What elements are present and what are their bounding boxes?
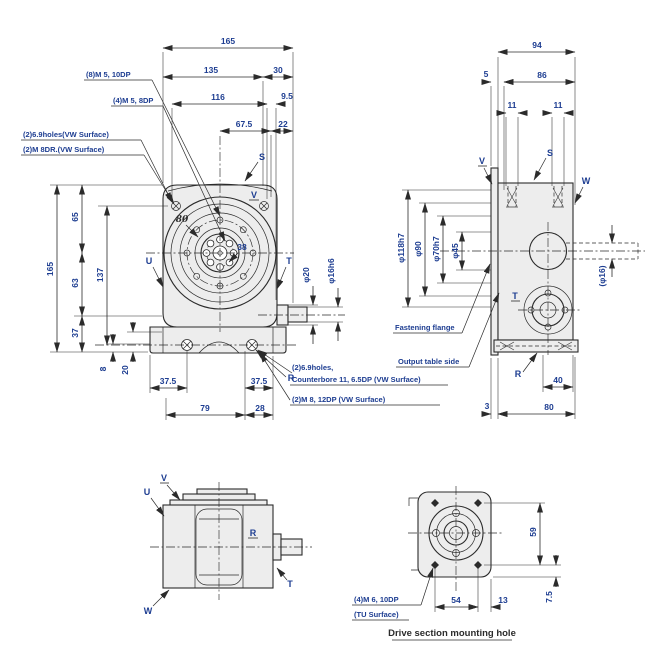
side-dim-40: 40 [553, 375, 563, 385]
front-input-shaft [287, 306, 308, 323]
side-dim-86: 86 [537, 70, 547, 80]
side-body [497, 182, 574, 341]
bottom-label-t: T [287, 579, 293, 589]
side-tapped-hole-right [552, 186, 564, 208]
front-dim-37-5-right: 37.5 [251, 376, 268, 386]
side-dim-94: 94 [532, 40, 542, 50]
bottom-label-r: R [250, 528, 257, 538]
drive-note-tap4: (4)M 6, 10DP [354, 595, 399, 604]
front-label-v: V [251, 190, 257, 200]
side-dim-phi70h7: φ70h7 [431, 236, 441, 262]
side-label-v: V [479, 156, 485, 166]
front-dim-37-5-left: 37.5 [160, 376, 177, 386]
side-fastening-flange-plate [490, 167, 499, 356]
bottom-label-w: W [144, 606, 153, 616]
front-dim-20: 20 [120, 365, 130, 375]
drive-view-title: Drive section mounting hole [388, 628, 516, 639]
front-dim-79: 79 [200, 403, 210, 413]
front-note-tap2: (2)M 8, 12DP (VW Surface) [292, 395, 386, 404]
front-dim-bc38: 38 [237, 242, 247, 252]
front-ear-hole-right [259, 201, 269, 211]
front-dim-65: 65 [70, 212, 80, 222]
side-label-r: R [515, 369, 522, 379]
front-note-holes2b: (2)M 8DR.(VW Surface) [23, 145, 105, 154]
side-drive-boss [518, 285, 580, 335]
side-dim-phi16: (φ16) [597, 265, 607, 286]
side-flange-bolts [496, 341, 576, 351]
front-dim-137: 137 [95, 268, 105, 282]
front-note-holes2a: (2)6.9holes(VW Surface) [23, 130, 109, 139]
front-dim-9-5: 9.5 [281, 91, 293, 101]
front-dim-165-top: 165 [221, 36, 235, 46]
front-view: 165 135 30 116 9.5 67.5 22 165 65 63 37 … [21, 36, 448, 420]
front-label-t: T [286, 256, 292, 266]
side-dim-phi45: φ45 [450, 243, 460, 259]
front-label-u: U [146, 256, 153, 266]
drive-view: 59 7.5 54 13 (4)M 6, 10DP (TU Surface) D… [352, 486, 561, 641]
front-note-cbore2: Counterbore 11, 6.5DP (VW Surface) [292, 375, 421, 384]
side-label-s: S [547, 148, 553, 158]
front-dim-37: 37 [70, 328, 80, 338]
drive-dim-7-5: 7.5 [544, 591, 554, 603]
side-dim-3: 3 [485, 401, 490, 411]
front-dim-63: 63 [70, 278, 80, 288]
front-label-r: R [288, 373, 295, 383]
front-dim-phi16h6: φ16h6 [326, 258, 336, 284]
drive-dim-54: 54 [451, 595, 461, 605]
bottom-label-u: U [144, 487, 151, 497]
front-label-s: S [259, 152, 265, 162]
bottom-dial-step3 [196, 488, 248, 495]
front-note-bolt8: (8)M 5, 10DP [86, 70, 131, 79]
front-dim-165-left: 165 [45, 262, 55, 276]
drive-note-surface: (TU Surface) [354, 610, 399, 619]
side-dim-11-left: 11 [508, 100, 517, 110]
side-label-t: T [512, 291, 518, 301]
side-note-fastening-flange: Fastening flange [395, 323, 455, 332]
side-tapped-hole-left [506, 186, 518, 208]
front-dim-bc80: 80 [176, 215, 189, 225]
front-note-cbore1: (2)6.9holes, [292, 363, 333, 372]
side-dim-80: 80 [544, 402, 554, 412]
front-dim-phi20: φ20 [301, 267, 311, 283]
front-mounting-flange [149, 326, 287, 354]
bottom-label-v: V [161, 473, 167, 483]
bottom-view: V U W R T [144, 473, 312, 616]
drive-mounting-holes [431, 499, 482, 569]
drive-body [417, 491, 492, 578]
front-dim-8: 8 [98, 366, 108, 371]
front-dim-30: 30 [273, 65, 283, 75]
side-dim-phi118h7: φ118h7 [396, 233, 406, 263]
front-dim-67-5: 67.5 [236, 119, 253, 129]
front-note-bolt4: (4)M 5, 8DP [113, 96, 153, 105]
side-label-w: W [582, 176, 591, 186]
bottom-body [162, 504, 274, 589]
side-view: φ118h7 φ90 φ70h7 φ45 (φ16) 94 5 86 11 11 [393, 40, 645, 419]
front-dim-135: 135 [204, 65, 218, 75]
front-dim-116: 116 [211, 92, 225, 102]
drive-dim-59: 59 [528, 527, 538, 537]
side-dim-phi90: φ90 [413, 241, 423, 257]
drive-dim-13: 13 [498, 595, 508, 605]
side-dim-5: 5 [484, 69, 489, 79]
front-dim-28: 28 [255, 403, 265, 413]
side-dim-11-right: 11 [554, 100, 563, 110]
front-dim-22: 22 [278, 119, 288, 129]
side-note-output-table-side: Output table side [398, 357, 459, 366]
side-worm-bore [528, 231, 568, 271]
